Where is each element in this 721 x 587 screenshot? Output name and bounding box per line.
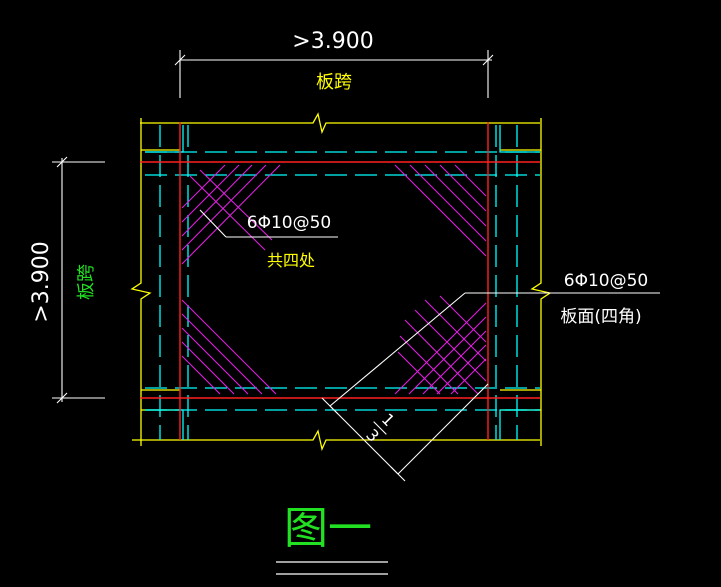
- dim-top-label: 板跨: [316, 72, 352, 93]
- angle-construction: [199, 209, 660, 482]
- figure-title: 图一: [284, 503, 372, 554]
- corner-bars-top-right: [394, 164, 487, 257]
- dim-left-label: 板跨: [76, 264, 97, 300]
- corner-bars-top-left: [181, 164, 281, 265]
- corner-bars-bottom-left: [181, 299, 277, 395]
- dim-top-value: >3.900: [292, 29, 373, 54]
- dim-left-value: >3.900: [29, 241, 54, 322]
- angle-fraction-num: 1: [378, 410, 399, 431]
- corner-bars-bottom-right: [394, 295, 487, 395]
- top-face-bar-note: 板面(四角): [560, 307, 641, 327]
- dimension-left: [52, 156, 105, 404]
- corner-bar-spec: 6Φ10@50: [247, 213, 331, 233]
- cyan-rebar-lines: [145, 125, 540, 440]
- top-face-bar-spec: 6Φ10@50: [564, 271, 648, 291]
- dimension-top: [174, 50, 494, 98]
- corner-bar-note: 共四处: [267, 251, 315, 270]
- angle-fraction-den: 3: [362, 425, 383, 446]
